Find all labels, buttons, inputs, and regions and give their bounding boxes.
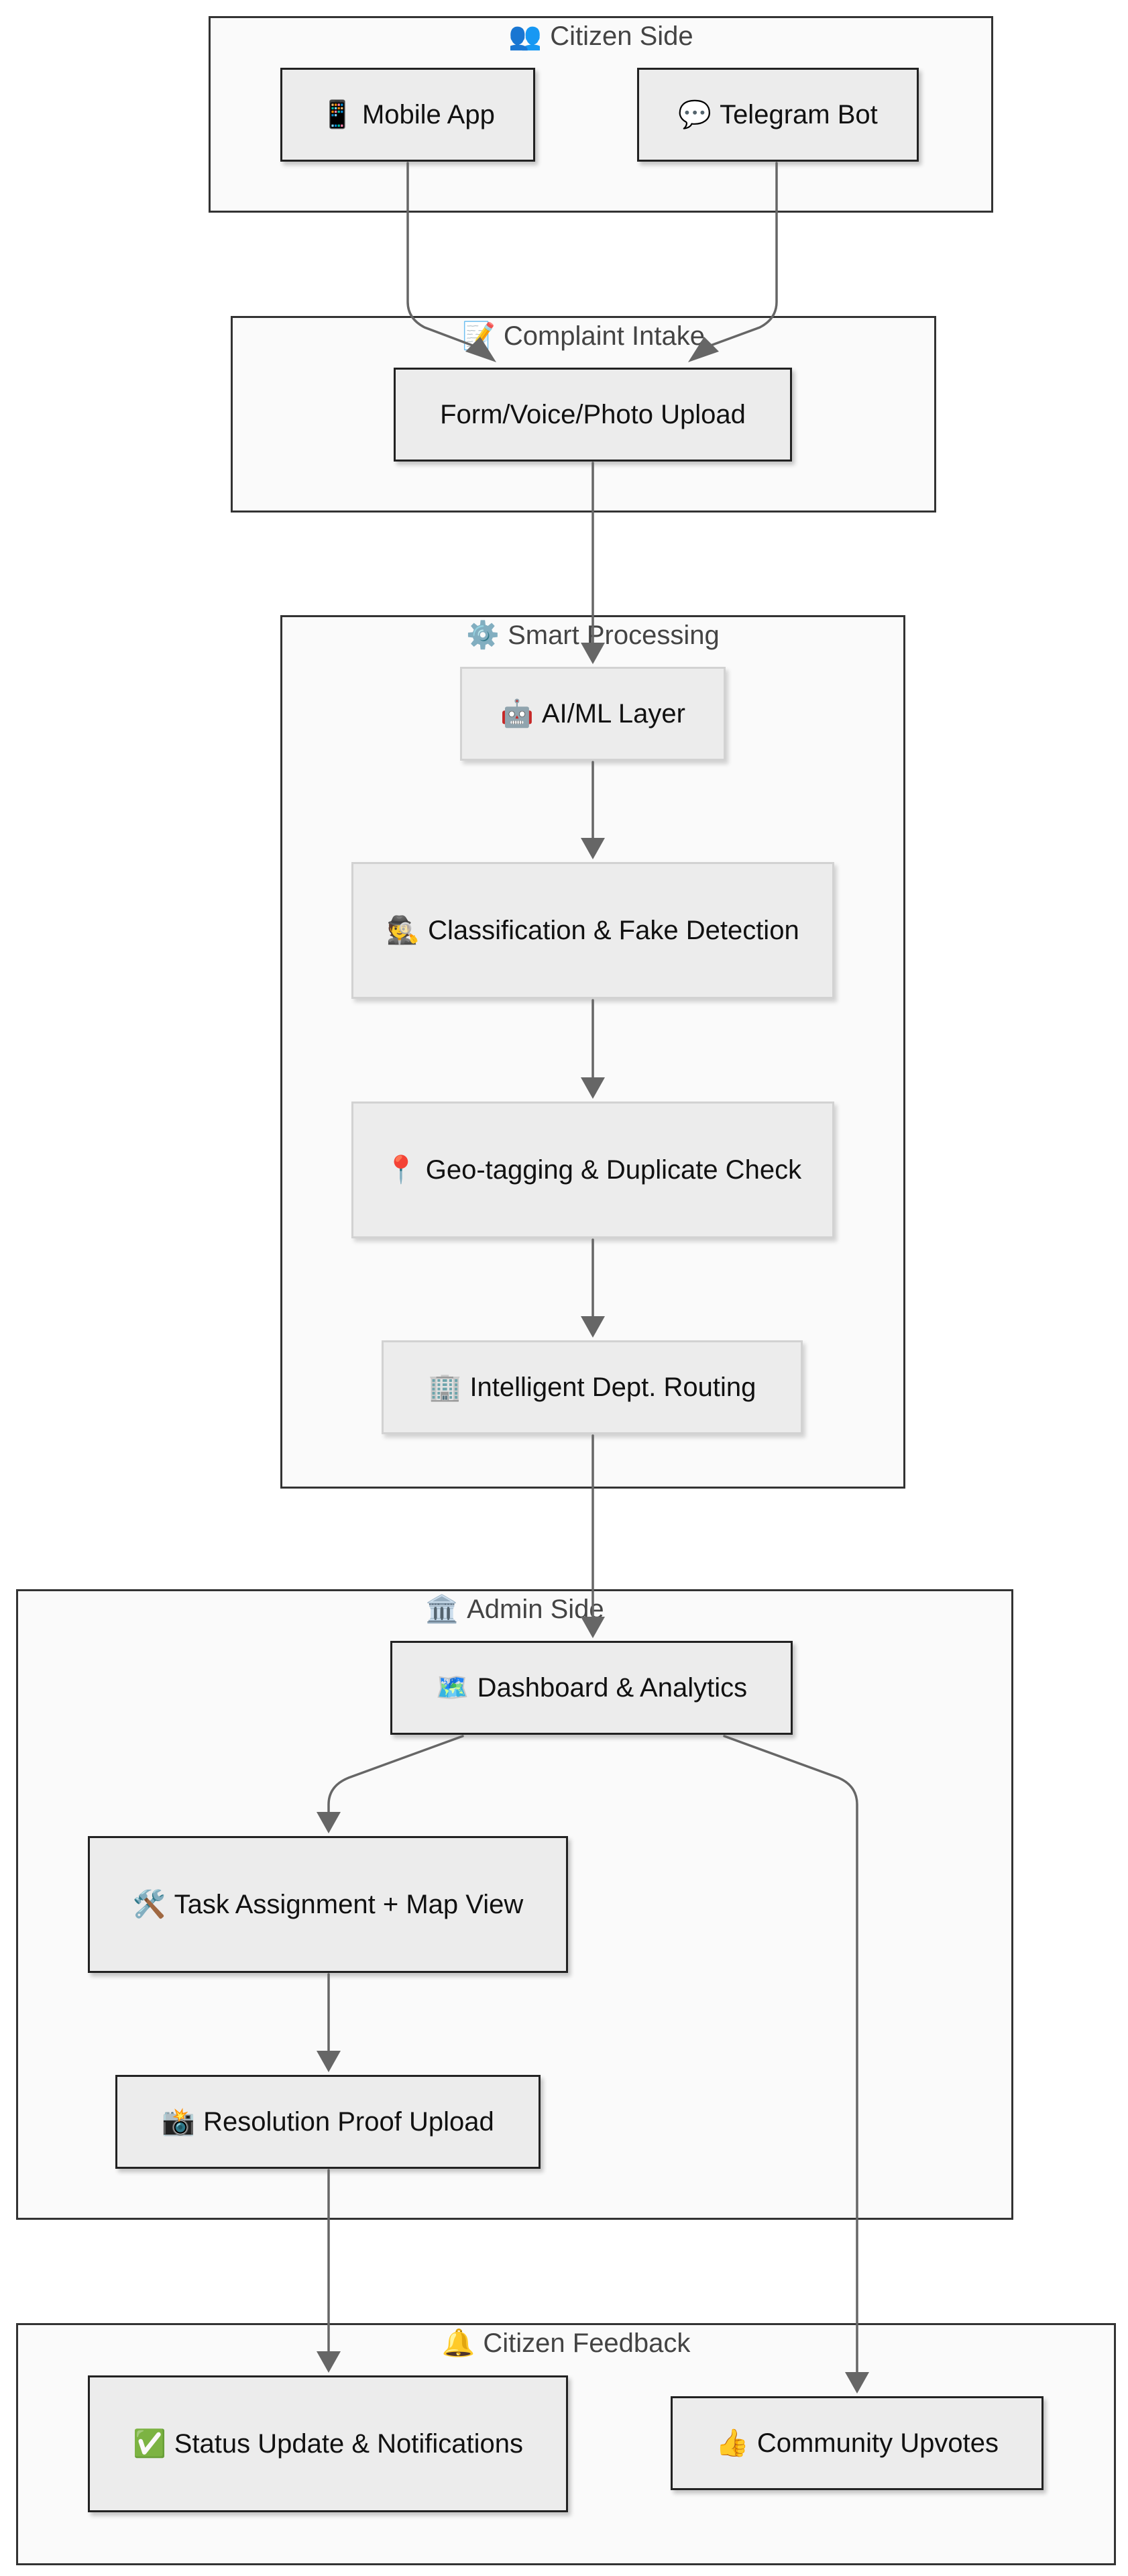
hammer-wrench-icon: 🛠️: [132, 1889, 166, 1919]
camera-flash-icon: 📸: [162, 2106, 196, 2137]
node-ai-ml-layer: 🤖AI/ML Layer: [460, 667, 726, 761]
node-geo-tagging-duplicate-check: 📍Geo-tagging & Duplicate Check: [351, 1102, 834, 1238]
node-mobile-app: 📱Mobile App: [280, 68, 535, 162]
people-icon: 👥: [508, 21, 543, 51]
check-mark-icon: ✅: [132, 2428, 166, 2459]
speech-bubble-icon: 💬: [678, 99, 712, 129]
robot-icon: 🤖: [500, 698, 534, 729]
world-map-icon: 🗺️: [435, 1672, 469, 1703]
node-resolution-proof-upload: 📸Resolution Proof Upload: [115, 2075, 541, 2169]
cluster-title-smart-processing: ⚙️Smart Processing: [466, 621, 720, 650]
office-building-icon: 🏢: [428, 1372, 462, 1402]
cluster-title-admin-side: 🏛️Admin Side: [425, 1595, 604, 1624]
thumbs-up-icon: 👍: [716, 2428, 749, 2458]
classical-building-icon: 🏛️: [425, 1595, 459, 1624]
cluster-title-complaint-intake: 📝Complaint Intake: [462, 321, 705, 351]
node-classification-fake-detection: 🕵️Classification & Fake Detection: [351, 862, 834, 999]
bell-icon: 🔔: [441, 2328, 475, 2358]
map-pin-icon: 📍: [384, 1155, 418, 1185]
node-status-update-notifications: ✅Status Update & Notifications: [88, 2375, 568, 2512]
node-form-voice-photo-upload: Form/Voice/Photo Upload: [394, 368, 792, 462]
cluster-title-citizen-side: 👥Citizen Side: [508, 21, 693, 51]
node-dashboard-analytics: 🗺️Dashboard & Analytics: [390, 1641, 793, 1735]
node-intelligent-dept-routing: 🏢Intelligent Dept. Routing: [382, 1340, 803, 1434]
node-telegram-bot: 💬Telegram Bot: [637, 68, 919, 162]
mobile-phone-icon: 📱: [321, 99, 354, 129]
node-community-upvotes: 👍Community Upvotes: [671, 2396, 1044, 2490]
node-task-assignment-map-view: 🛠️Task Assignment + Map View: [88, 1836, 568, 1973]
memo-icon: 📝: [462, 321, 496, 351]
detective-icon: 🕵️: [386, 915, 420, 945]
gear-icon: ⚙️: [466, 621, 500, 650]
cluster-title-citizen-feedback: 🔔Citizen Feedback: [441, 2328, 691, 2358]
